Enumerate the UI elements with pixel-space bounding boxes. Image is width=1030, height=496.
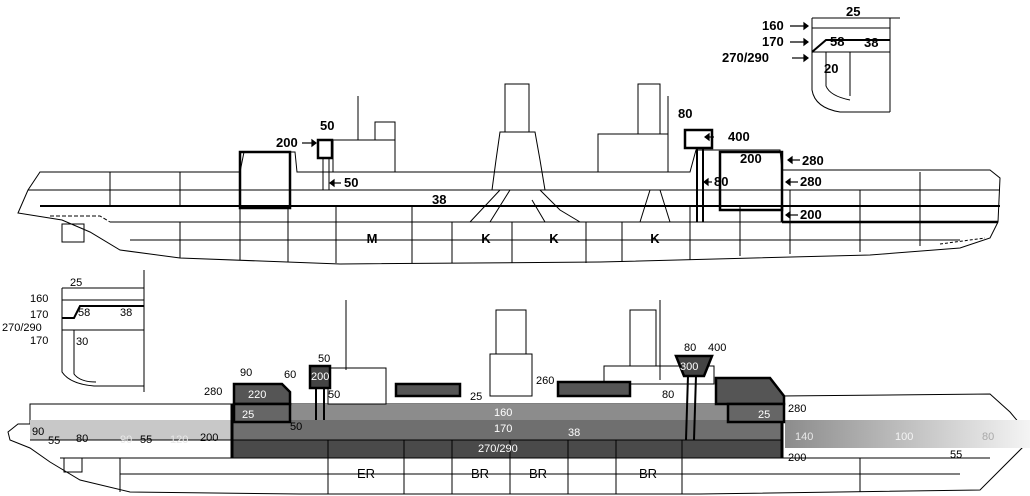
bottom-aft-ct [674,354,714,378]
bottom-label-bow-90b: 90 [120,434,132,446]
bottom-label-fwd-25: 25 [242,409,254,421]
bottom-label-stern-140: 140 [795,431,813,443]
bottom-compartment-labels: ER BR BR BR [357,466,657,481]
bottom-label-deck-25: 25 [470,391,482,403]
top-compartment-k1: K [481,231,491,246]
top-label-ct-fwd: 200 [276,135,298,150]
bottom-label-ct-50: 50 [318,353,330,365]
top-label-aft-ct-side: 400 [728,129,750,144]
bottom-inset: 25 160 170 270/290 170 58 38 30 [2,270,145,392]
bottom-label-stern-80: 80 [982,431,994,443]
top-label-upper-belt-aft: 280 [800,174,822,189]
bottom-label-ct-side-50: 50 [328,389,340,401]
bottom-label-bow-55: 55 [48,435,60,447]
bottom-label-turret-220: 220 [248,389,266,401]
top-arrows [302,132,800,220]
bottom-label-aft-200: 200 [788,452,806,464]
top-label-main-belt-aft: 200 [800,207,822,222]
top-inset-label-20: 20 [824,61,838,76]
top-label-aft-tube: 80 [714,174,728,189]
bottom-fwd-turret [232,382,292,406]
bottom-ship-profile [7,300,1030,495]
bottom-label-stern-100: 100 [895,431,913,443]
bottom-label-stern-55: 55 [950,449,962,461]
bottom-label-belt-260: 260 [536,375,554,387]
bottom-label-bow-80: 80 [76,433,88,445]
bottom-label-aft-ct-300: 300 [680,361,698,373]
top-label-aft-barbette: 280 [802,153,824,168]
top-inset-label-160: 160 [762,18,784,33]
bottom-label-ct-200: 200 [311,371,329,383]
bottom-armor-labels: 90 55 80 90 55 120 200 280 90 60 220 25 … [32,342,994,464]
bottom-compartment-br3: BR [639,466,657,481]
top-compartment-k3: K [650,231,660,246]
bottom-label-aft-ct-80: 80 [684,342,696,354]
bottom-inset-label-25: 25 [70,277,82,289]
bottom-label-aft-25: 25 [758,409,770,421]
top-inset: 25 160 170 270/290 58 38 20 [722,4,900,113]
top-armor-labels: 200 50 50 80 400 200 280 280 80 200 38 [276,106,824,222]
bottom-label-aft-280: 280 [788,403,806,415]
bottom-label-bow-55b: 55 [140,434,152,446]
top-label-aft-turret: 200 [740,151,762,166]
bottom-label-fwd-200: 200 [200,432,218,444]
bottom-inset-label-170a: 170 [30,309,48,321]
bottom-hull-outline [7,393,1030,495]
bottom-inset-label-270-290: 270/290 [2,322,42,334]
bottom-compartment-er: ER [357,466,375,481]
top-label-deck: 38 [432,192,446,207]
top-inset-label-170: 170 [762,34,784,49]
bottom-label-bow-90: 90 [32,426,44,438]
bottom-label-strake-270-290: 270/290 [478,443,518,455]
top-inset-label-58: 58 [830,34,844,49]
bottom-inset-label-30: 30 [76,336,88,348]
top-aft-ct [683,128,714,150]
bottom-label-fwd-60: 60 [284,369,296,381]
bottom-label-deck-38: 38 [568,427,580,439]
bottom-label-aft-80: 80 [662,389,674,401]
bottom-label-bow-120: 120 [170,434,188,446]
bottom-label-fwd-90: 90 [240,367,252,379]
top-inset-label-270-290: 270/290 [722,50,769,65]
bottom-inset-label-58: 58 [78,307,90,319]
top-label-ct-tube: 50 [344,175,358,190]
bottom-label-aft-ct-400: 400 [708,342,726,354]
top-label-aft-ct-top: 80 [678,106,692,121]
top-compartment-m: M [367,231,378,246]
bottom-compartment-br1: BR [471,466,489,481]
bottom-compartment-br2: BR [529,466,547,481]
top-ship-profile [17,83,1001,265]
bottom-label-fwd-50-low: 50 [290,421,302,433]
bottom-label-strake-160: 160 [494,407,512,419]
bottom-inset-label-170b: 170 [30,335,48,347]
top-inset-label-25: 25 [846,4,860,19]
top-label-ct-top: 50 [320,118,334,133]
bottom-inset-label-160: 160 [30,293,48,305]
bottom-inset-label-38: 38 [120,307,132,319]
bottom-label-strake-170: 170 [494,423,512,435]
bottom-label-fwd-280: 280 [204,386,222,398]
top-compartment-labels: M K K K [367,231,661,246]
top-compartment-k2: K [549,231,559,246]
top-hull-outline [17,149,1001,265]
top-inset-label-38: 38 [864,35,878,50]
